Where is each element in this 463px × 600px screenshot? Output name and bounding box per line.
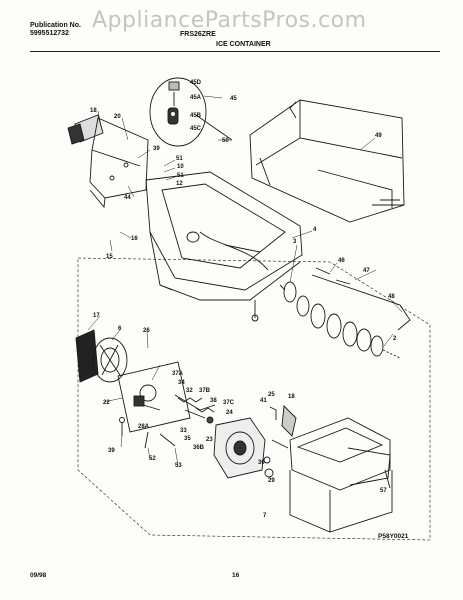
callout-45c: 45C <box>190 126 202 132</box>
callout-50: 50 <box>222 138 229 144</box>
callout-34: 34 <box>178 380 185 386</box>
callout-labels: 18 20 45D 45 45A 45B 45C 50 49 39 51 10 … <box>90 80 397 519</box>
callout-23: 23 <box>206 437 213 443</box>
callout-52: 52 <box>149 456 156 462</box>
callout-53: 53 <box>175 463 182 469</box>
model-number: FRS26ZRE <box>180 31 216 38</box>
callout-33: 33 <box>180 428 187 434</box>
callout-18b: 18 <box>288 394 295 400</box>
callout-28a: 28A <box>138 424 150 430</box>
section-title: ICE CONTAINER <box>216 41 271 48</box>
callout-6: 6 <box>118 326 122 332</box>
drive-plate <box>117 361 216 436</box>
auger-coil <box>279 281 401 359</box>
callout-18: 18 <box>90 108 97 114</box>
solenoid-springs <box>144 397 215 449</box>
callout-16: 16 <box>131 236 138 242</box>
callout-20: 20 <box>114 114 121 120</box>
ice-sensor-assembly <box>149 77 233 147</box>
callout-45b: 45B <box>190 113 202 119</box>
callout-7: 7 <box>263 513 267 519</box>
publication-number: 5995512732 <box>30 30 69 37</box>
callout-45a: 45A <box>190 95 202 101</box>
leader-lines <box>87 95 403 466</box>
callout-37a: 37A <box>172 371 184 377</box>
callout-25: 25 <box>268 392 275 398</box>
callout-17: 17 <box>93 313 100 319</box>
callout-35: 35 <box>184 436 191 442</box>
crusher-housing <box>213 417 289 479</box>
callout-45: 45 <box>230 96 237 102</box>
footer-date: 09/98 <box>30 572 47 579</box>
callout-12: 12 <box>176 181 183 187</box>
callout-51b: 51 <box>177 173 184 179</box>
dispenser-chute-door <box>289 417 393 533</box>
callout-2: 2 <box>393 336 397 342</box>
callout-3: 3 <box>293 239 297 245</box>
callout-49: 49 <box>375 133 382 139</box>
auger-motor <box>75 329 128 383</box>
callout-44: 44 <box>124 195 131 201</box>
control-bracket <box>67 114 149 209</box>
header-divider <box>30 51 440 52</box>
callout-15: 15 <box>106 254 113 260</box>
callout-22: 22 <box>103 400 110 406</box>
callout-26: 26 <box>143 328 150 334</box>
callout-24: 24 <box>226 410 233 416</box>
callout-47: 47 <box>363 268 370 274</box>
callout-29: 29 <box>268 478 275 484</box>
callout-46: 46 <box>338 258 345 264</box>
diagram-code: P58Y0021 <box>378 533 409 540</box>
callout-38: 38 <box>210 398 217 404</box>
footer-page-number: 16 <box>232 572 240 579</box>
callout-37c: 37C <box>223 400 235 406</box>
publication-label: Publication No. <box>30 22 81 29</box>
watermark: AppliancePartsPros.com <box>92 8 367 33</box>
callout-51: 51 <box>176 156 183 162</box>
callout-36b: 36B <box>193 445 205 451</box>
callout-37b: 37B <box>199 388 211 394</box>
callout-45d: 45D <box>190 80 202 86</box>
callout-39b: 39 <box>108 448 115 454</box>
callout-30: 30 <box>258 460 265 466</box>
callout-39: 39 <box>153 146 160 152</box>
crusher-clip <box>269 405 297 437</box>
callout-48: 48 <box>388 294 395 300</box>
ice-container-bin <box>145 171 303 322</box>
callout-57: 57 <box>380 488 387 494</box>
cover-shelf <box>249 99 405 223</box>
actuator-rod <box>311 267 411 331</box>
callout-10: 10 <box>177 164 184 170</box>
callout-32: 32 <box>186 388 193 394</box>
callout-41: 41 <box>260 398 267 404</box>
callout-4: 4 <box>313 227 317 233</box>
assembly-boundary <box>77 257 431 541</box>
